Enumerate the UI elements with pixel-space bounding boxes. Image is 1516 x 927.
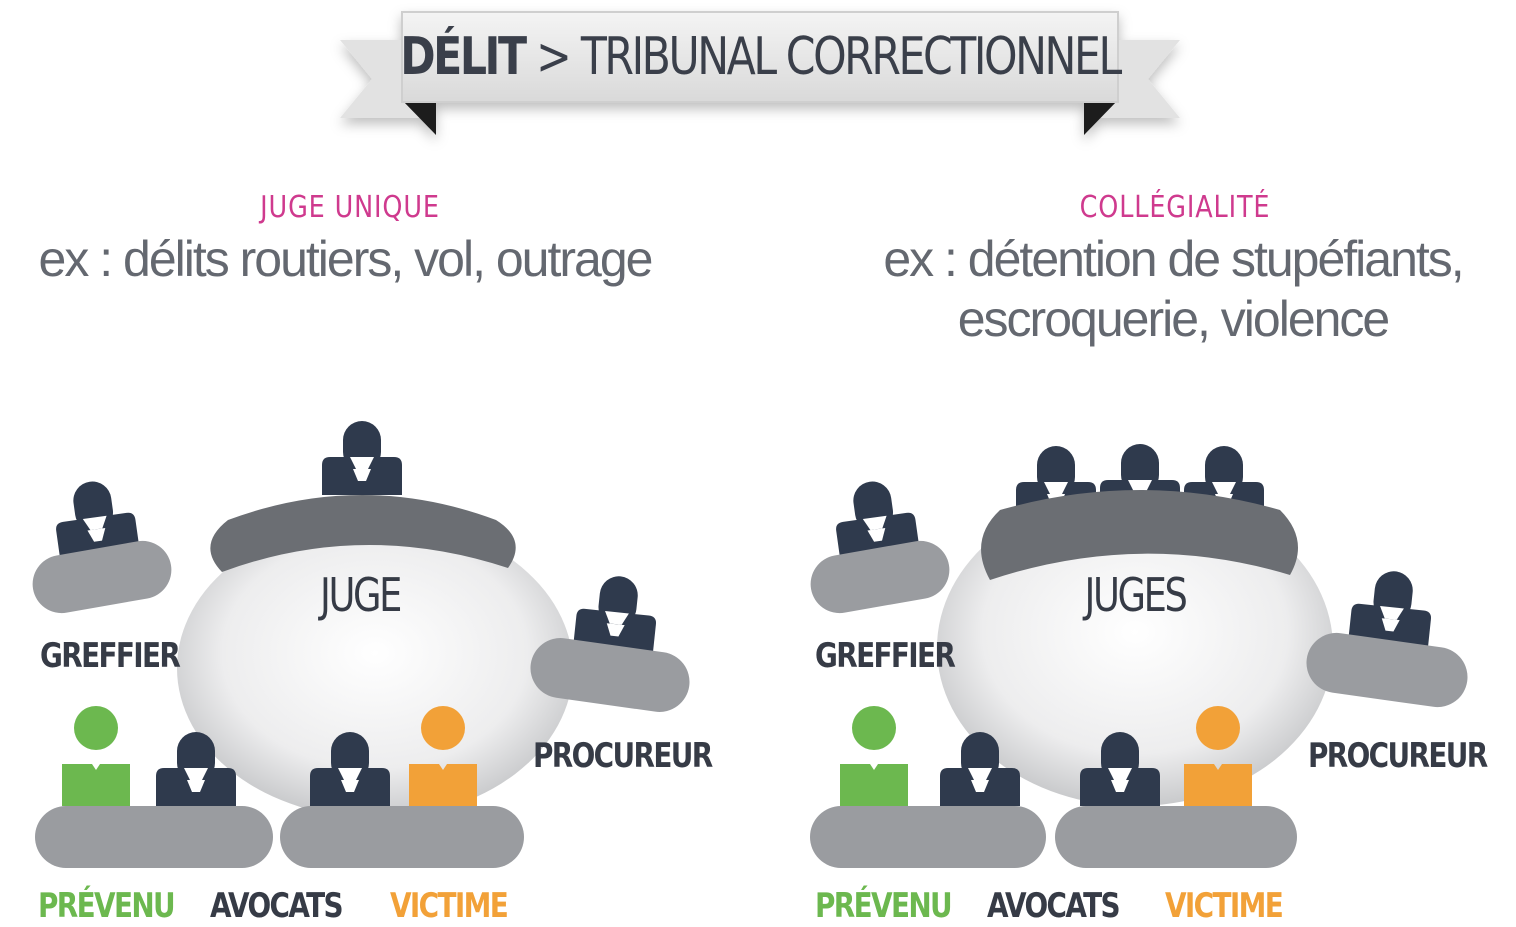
- person-plain-icon: [409, 706, 477, 806]
- left-center-label: JUGE: [320, 568, 402, 622]
- defense-bench: [810, 806, 1046, 868]
- banner-rest: TRIBUNAL CORRECTIONNEL: [580, 27, 1122, 87]
- left-procureur-label: PROCUREUR: [533, 736, 713, 776]
- banner-separator: >: [536, 27, 572, 87]
- left-heading: JUGE UNIQUE: [260, 190, 440, 225]
- right-heading: COLLÉGIALITÉ: [1079, 190, 1271, 225]
- left-greffier-label: GREFFIER: [40, 636, 181, 676]
- person-robe-icon: [322, 421, 402, 495]
- banner-title: DÉLIT > TRIBUNAL CORRECTIONNEL: [400, 12, 1122, 102]
- person-plain-icon: [1184, 706, 1252, 806]
- left-avocats-label: AVOCATS: [210, 886, 344, 926]
- ribbon-banner-icon: [340, 11, 1180, 135]
- greffier-bench: [810, 540, 950, 614]
- right-prevenu-label: PRÉVENU: [815, 886, 953, 926]
- person-plain-icon: [840, 706, 908, 806]
- greffier-bench: [32, 540, 172, 614]
- victim-bench: [1055, 806, 1297, 868]
- right-example-line1: ex : détention de stupéfiants,: [883, 231, 1464, 287]
- right-courtroom: [810, 444, 1468, 868]
- banner-bold: DÉLIT: [400, 27, 527, 87]
- left-victime-label: VICTIME: [390, 886, 509, 926]
- person-plain-icon: [62, 706, 130, 806]
- procureur-bench: [1306, 632, 1468, 708]
- judges-bench: [981, 490, 1298, 580]
- right-procureur-label: PROCUREUR: [1308, 736, 1488, 776]
- procureur-bench: [530, 638, 690, 712]
- right-example-line2: escroquerie, violence: [957, 291, 1391, 347]
- left-courtroom: [32, 421, 690, 868]
- left-prevenu-label: PRÉVENU: [38, 886, 176, 926]
- left-example: ex : délits routiers, vol, outrage: [38, 231, 654, 287]
- judge-bench: [210, 495, 516, 572]
- defense-bench: [35, 806, 273, 868]
- right-greffier-label: GREFFIER: [815, 636, 956, 676]
- right-center-label: JUGES: [1084, 568, 1188, 622]
- right-victime-label: VICTIME: [1165, 886, 1284, 926]
- victim-bench: [280, 806, 524, 868]
- left-sphere: [177, 518, 573, 818]
- right-avocats-label: AVOCATS: [987, 886, 1121, 926]
